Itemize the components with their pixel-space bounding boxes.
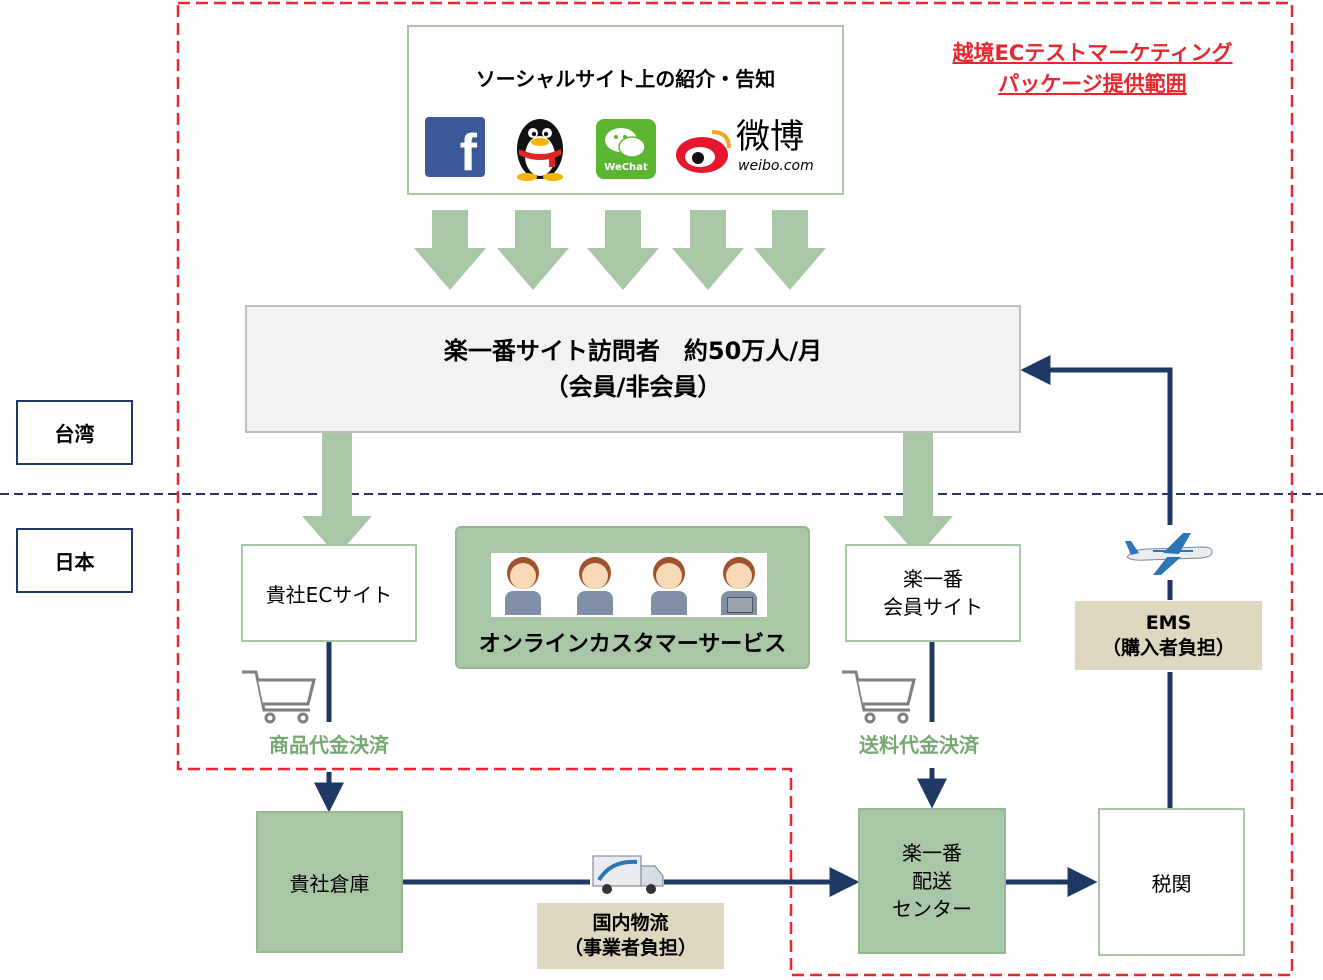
social-box: ソーシャルサイト上の紹介・告知 f WeChat 微博 weibo.com	[407, 25, 844, 195]
wechat-label: WeChat	[604, 162, 648, 173]
social-title: ソーシャルサイト上の紹介・告知	[475, 67, 776, 91]
airplane-icon	[1125, 533, 1213, 575]
member-site-line1: 楽一番	[903, 567, 963, 591]
facebook-icon: f	[425, 117, 485, 182]
shipping-payment-label: 送料代金決済	[839, 730, 999, 757]
ems-label: EMS （購入者負担）	[1075, 601, 1262, 670]
green-down-arrow-to-member	[883, 433, 953, 556]
member-site-box: 楽一番 会員サイト	[845, 544, 1021, 642]
member-site-line2: 会員サイト	[883, 595, 983, 619]
weibo-chars: 微博	[736, 117, 804, 157]
region-taiwan: 台湾	[16, 400, 133, 465]
operator-icon	[643, 557, 695, 615]
customs-label: 税関	[1151, 871, 1192, 896]
truck-icon	[592, 855, 664, 894]
scope-title-line2: パッケージ提供範囲	[998, 72, 1187, 96]
ems-line2: （購入者負担）	[1101, 636, 1235, 659]
ems-line1: EMS	[1145, 611, 1192, 634]
company-ec-site-box: 貴社ECサイト	[241, 544, 417, 642]
company-ec-site-label: 貴社ECサイト	[265, 582, 393, 607]
green-down-arrow	[754, 210, 826, 290]
weibo-url: weibo.com	[738, 158, 814, 174]
visitors-line1: 楽一番サイト訪問者 約50万人/月	[443, 337, 823, 365]
green-down-arrow	[414, 210, 486, 290]
scope-boundary-outline	[176, 1, 1294, 977]
green-down-arrow-to-ec	[302, 433, 372, 556]
region-japan-label: 日本	[54, 550, 95, 574]
green-down-arrow	[587, 210, 659, 290]
wechat-icon: WeChat	[596, 119, 656, 179]
domestic-logistics-label: 国内物流 （事業者負担）	[537, 903, 724, 969]
visitors-line2: （会員/非会員）	[544, 373, 722, 401]
region-japan: 日本	[16, 528, 133, 593]
customer-service-box: オンラインカスタマーサービス	[455, 526, 810, 669]
distribution-line3: センター	[892, 897, 972, 921]
domestic-line1: 国内物流	[592, 912, 669, 934]
product-payment-label: 商品代金決済	[249, 730, 409, 757]
flow-to-visitors	[1020, 355, 1173, 525]
customer-service-label: オンラインカスタマーサービス	[478, 632, 787, 657]
green-down-arrow	[497, 210, 569, 290]
warehouse-label: 貴社倉庫	[289, 871, 370, 896]
domestic-line2: （事業者負担）	[563, 937, 697, 959]
facebook-glyph: f	[459, 124, 477, 182]
distribution-line2: 配送	[912, 869, 952, 893]
operator-icon	[569, 557, 621, 615]
scope-title: 越境ECテストマーケティング パッケージ提供範囲	[905, 38, 1280, 100]
visitors-box: 楽一番サイト訪問者 約50万人/月 （会員/非会員）	[245, 305, 1021, 433]
shopping-cart-icon	[842, 670, 916, 724]
warehouse-box: 貴社倉庫	[256, 811, 403, 953]
operator-icons	[491, 553, 767, 617]
scope-title-line1: 越境ECテストマーケティング	[952, 41, 1233, 65]
weibo-icon: 微博 weibo.com	[674, 118, 834, 177]
region-taiwan-label: 台湾	[54, 422, 95, 446]
operator-laptop-icon	[713, 557, 765, 615]
qq-penguin-icon	[517, 119, 563, 181]
shopping-cart-icon	[242, 670, 316, 724]
operator-icon	[497, 557, 549, 615]
green-down-arrow	[672, 210, 744, 290]
social-arrows	[414, 210, 826, 290]
distribution-center-box: 楽一番 配送 センター	[858, 808, 1006, 954]
distribution-line1: 楽一番	[902, 841, 962, 865]
customs-box: 税関	[1098, 808, 1245, 956]
